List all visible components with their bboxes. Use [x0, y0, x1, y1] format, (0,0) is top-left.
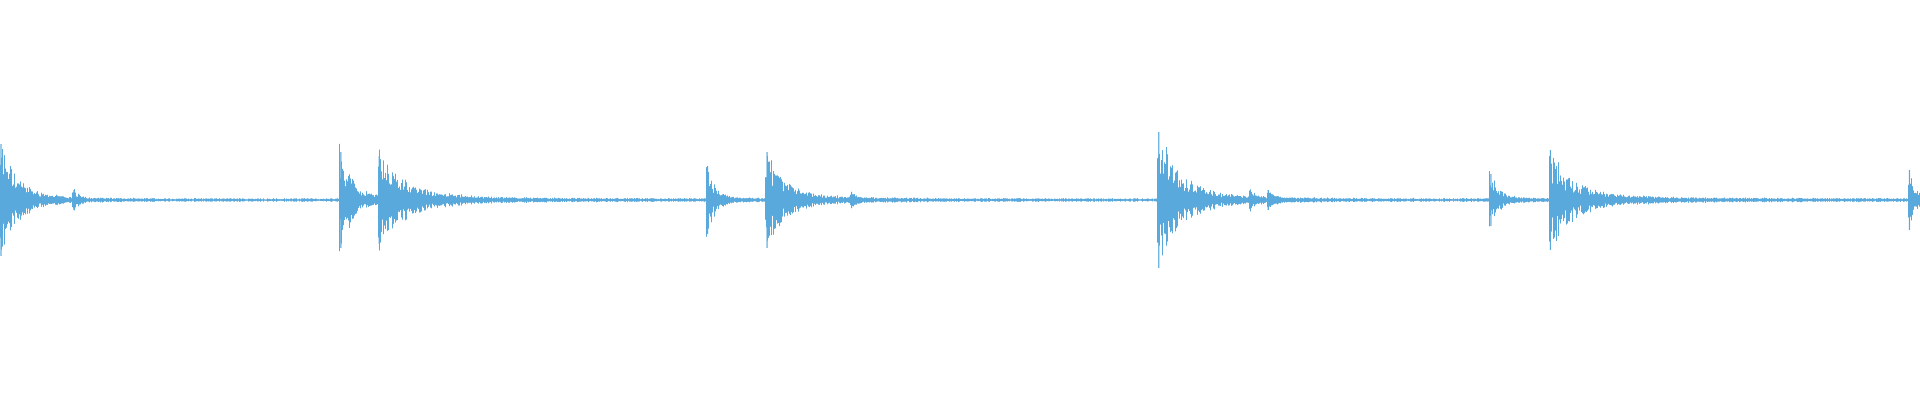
waveform-envelope: [0, 143, 1920, 256]
waveform-series: [0, 132, 1920, 268]
